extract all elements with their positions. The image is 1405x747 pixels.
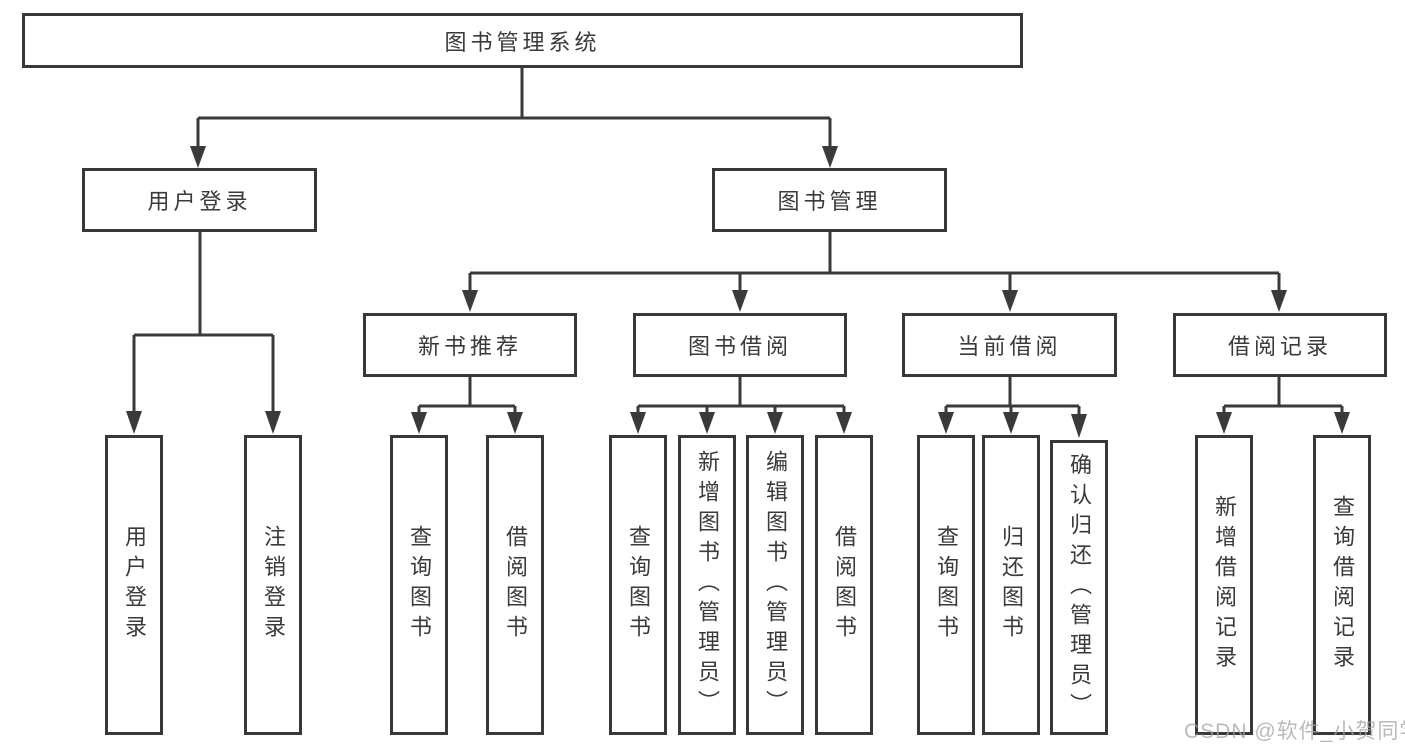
node-new-book-recommendation: 新书推荐 — [363, 313, 577, 377]
leaf-logout: 注销登录 — [244, 435, 302, 735]
csdn-watermark: CSDN @软件_小贺同学 — [1184, 720, 1405, 743]
arrowheads — [126, 146, 1350, 438]
root-box-library-management-system: 图书管理系统 — [22, 13, 1023, 68]
leaf-add-borrow-record: 新增借阅记录 — [1195, 435, 1253, 735]
node-user-login: 用户登录 — [82, 168, 317, 232]
leaf-query-book-recommend: 查询图书 — [390, 435, 448, 735]
leaf-user-login: 用户登录 — [105, 435, 163, 735]
node-book-management: 图书管理 — [712, 168, 947, 232]
leaf-edit-book-admin: 编辑图书（管理员） — [746, 435, 804, 735]
leaf-query-borrow-record: 查询借阅记录 — [1313, 435, 1371, 735]
node-user-login-label: 用户登录 — [147, 189, 252, 214]
node-book-management-label: 图书管理 — [777, 189, 882, 214]
leaf-return-book: 归还图书 — [982, 435, 1040, 735]
leaf-query-book-current: 查询图书 — [917, 435, 975, 735]
leaf-borrow-book-recommend: 借阅图书 — [486, 435, 544, 735]
node-book-borrowing: 图书借阅 — [633, 313, 847, 377]
node-current-borrowing-label: 当前借阅 — [957, 334, 1062, 359]
leaf-query-book-borrowing: 查询图书 — [609, 435, 667, 735]
leaf-add-book-admin: 新增图书（管理员） — [678, 435, 736, 735]
node-borrowing-records: 借阅记录 — [1173, 313, 1387, 377]
leaf-confirm-return-admin: 确认归还（管理员） — [1050, 440, 1108, 735]
node-book-borrowing-label: 图书借阅 — [687, 334, 792, 359]
node-current-borrowing: 当前借阅 — [902, 313, 1117, 377]
leaf-borrow-book: 借阅图书 — [815, 435, 873, 735]
node-new-book-recommendation-label: 新书推荐 — [417, 334, 522, 359]
root-label: 图书管理系统 — [444, 29, 601, 55]
node-borrowing-records-label: 借阅记录 — [1227, 334, 1332, 359]
